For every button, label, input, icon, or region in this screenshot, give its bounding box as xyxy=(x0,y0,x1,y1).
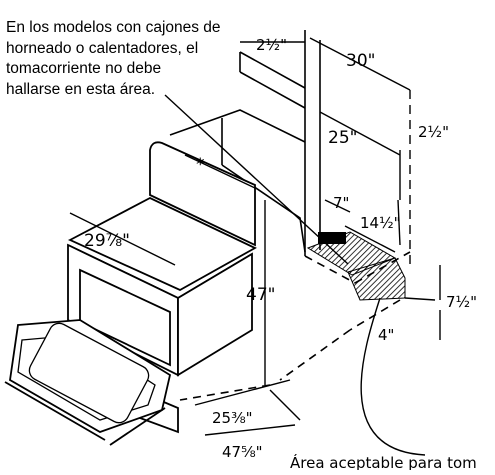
dim-outlet-offset-top: 2½" xyxy=(256,36,287,54)
range-body xyxy=(67,141,257,434)
dim-outlet-from-floor: 4" xyxy=(378,326,394,344)
note-line: hallarse en esta área. xyxy=(6,80,156,98)
dim-depth-door-open: 47⅝" xyxy=(222,443,263,461)
oven-door xyxy=(4,319,172,446)
dimension-labels: 2½" 30" 25" 2½" 7" 14½" * 29⅞" 47" 7½" 4… xyxy=(84,36,477,472)
dim-cabinet-width: 30" xyxy=(346,51,375,71)
warning-note: En los modelos con cajones de horneado o… xyxy=(6,18,256,100)
acceptable-area-caption: Área aceptable para tom xyxy=(290,453,477,470)
dim-outlet-span: 14½" xyxy=(360,214,401,232)
dim-height: 47" xyxy=(246,285,275,305)
dim-asterisk: * xyxy=(196,155,205,175)
dim-range-width: 25" xyxy=(328,128,357,148)
dimension-lines xyxy=(69,37,441,456)
dim-depth: 25⅜" xyxy=(212,409,253,427)
outlet-area xyxy=(306,231,406,301)
dim-right-offset: 2½" xyxy=(418,123,449,141)
note-line: En los modelos con cajones de xyxy=(6,19,221,36)
dim-outlet-width: 7" xyxy=(333,194,349,212)
note-line: horneado o calentadores, el xyxy=(6,39,199,57)
dim-outlet-height: 7½" xyxy=(446,293,477,311)
note-line: tomacorriente no debe xyxy=(6,60,162,77)
dim-cooktop-depth: 29⅞" xyxy=(84,231,130,251)
